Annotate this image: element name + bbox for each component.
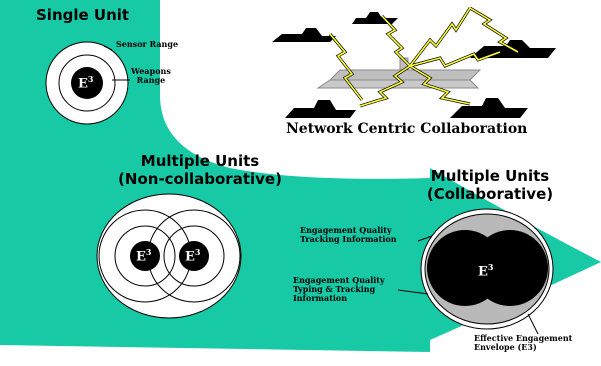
typing-pointer: [397, 289, 429, 295]
tracking-pointer: [417, 235, 433, 242]
tracking-label-line1: Engagement Quality: [300, 225, 392, 235]
network-graphic: [272, 6, 556, 118]
envelope-label-line1: Effective Engagement: [474, 333, 573, 343]
single-unit-e3: E3: [78, 74, 94, 92]
single-unit-rings: [45, 41, 129, 125]
collab-title-line1: Multiple Units: [430, 167, 550, 185]
collab-rings: [420, 208, 554, 330]
non-collab-e3-right: E3: [185, 247, 201, 265]
typing-label-line3: Information: [293, 293, 348, 303]
tracking-label-line2: Tracking Information: [300, 234, 397, 244]
envelope-pointer: [527, 313, 539, 335]
non-collab-title: Multiple Units (Non-collaborative): [115, 152, 285, 188]
typing-label: Engagement Quality Typing & Tracking Inf…: [293, 276, 385, 303]
network-title: Network Centric Collaboration: [286, 121, 528, 137]
sensor-range-pointer: [103, 45, 113, 51]
typing-label-line1: Engagement Quality: [293, 275, 385, 285]
collab-title-line2: (Collaborative): [426, 185, 554, 203]
non-collab-title-line1: Multiple Units: [140, 152, 260, 170]
sensor-range-label: Sensor Range: [116, 39, 179, 49]
envelope-label: Effective Engagement Envelope (E3): [474, 334, 572, 352]
single-unit-title: Single Unit: [36, 6, 130, 24]
tracking-label: Engagement Quality Tracking Information: [300, 226, 397, 244]
collab-e3: E3: [478, 262, 494, 280]
typing-label-line2: Typing & Tracking: [293, 284, 376, 294]
non-collab-e3-left: E3: [136, 247, 152, 265]
envelope-label-line2: Envelope (E3): [474, 342, 537, 352]
collab-title: Multiple Units (Collaborative): [425, 167, 555, 203]
non-collab-rings: [96, 193, 242, 319]
non-collab-title-line2: (Non-collaborative): [118, 170, 282, 188]
